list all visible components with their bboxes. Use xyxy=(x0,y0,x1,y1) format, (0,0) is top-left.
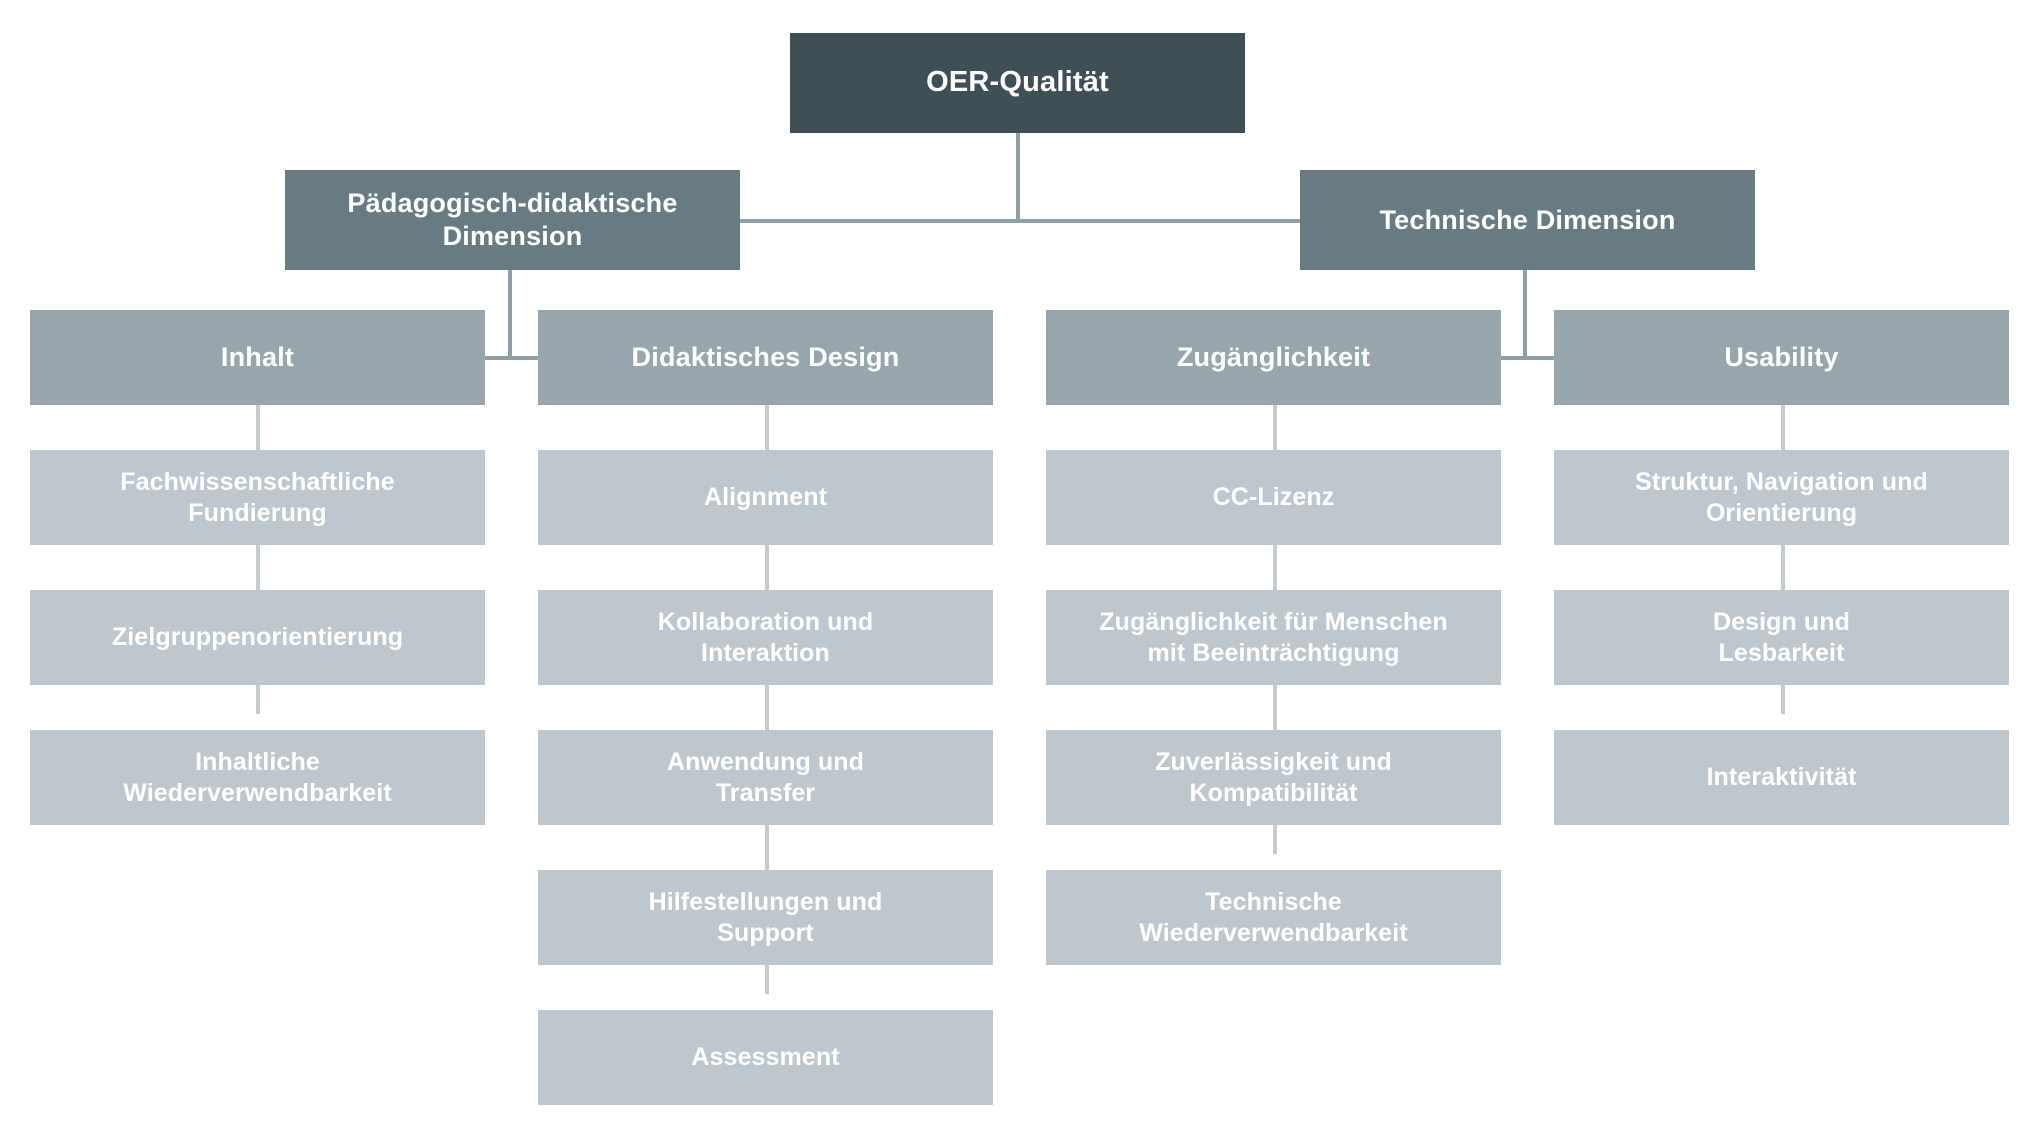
node-criterion-label: Kollaboration und Interaktion xyxy=(657,608,874,667)
node-criterion-fachwissenschaftliche-fundierung[interactable]: Fachwissenschaftliche Fundierung xyxy=(30,450,485,545)
node-criterion-label: Struktur, Navigation und Orientierung xyxy=(1635,468,1928,527)
node-criterion-label: Interaktivität xyxy=(1706,763,1857,792)
node-criterion-label: Technische Wiederverwendbarkeit xyxy=(1139,888,1408,947)
node-category-inhalt-label: Inhalt xyxy=(220,342,295,373)
node-category-zugaenglichkeit-label: Zugänglichkeit xyxy=(1176,342,1371,373)
node-criterion-label: Anwendung und Transfer xyxy=(666,748,865,807)
node-criterion-label: Alignment xyxy=(703,483,828,512)
node-criterion-label: Assessment xyxy=(691,1043,840,1072)
node-category-didaktisches-design-label: Didaktisches Design xyxy=(631,342,900,373)
node-dimension-technische[interactable]: Technische Dimension xyxy=(1300,170,1755,270)
connector-root-bus xyxy=(567,219,1302,223)
node-criterion-anwendung-und-transfer[interactable]: Anwendung und Transfer xyxy=(538,730,993,825)
connector-spine-inhalt xyxy=(256,404,260,714)
connector-paedagogisch-stem xyxy=(508,270,512,358)
node-criterion-label: Fachwissenschaftliche Fundierung xyxy=(120,468,395,527)
node-criterion-inhaltliche-wiederverwendbarkeit[interactable]: Inhaltliche Wiederverwendbarkeit xyxy=(30,730,485,825)
node-criterion-label: Inhaltliche Wiederverwendbarkeit xyxy=(123,748,392,807)
node-criterion-zuverlaessigkeit-und-kompatibilitaet[interactable]: Zuverlässigkeit und Kompatibilität xyxy=(1046,730,1501,825)
node-criterion-struktur-navigation-und-orientierung[interactable]: Struktur, Navigation und Orientierung xyxy=(1554,450,2009,545)
node-criterion-zielgruppenorientierung[interactable]: Zielgruppenorientierung xyxy=(30,590,485,685)
node-dimension-technische-label: Technische Dimension xyxy=(1379,204,1676,235)
node-criterion-design-und-lesbarkeit[interactable]: Design und Lesbarkeit xyxy=(1554,590,2009,685)
connector-spine-didaktisches-design xyxy=(765,404,769,994)
node-criterion-label: Design und Lesbarkeit xyxy=(1712,608,1851,667)
node-category-usability-label: Usability xyxy=(1724,342,1839,373)
node-category-didaktisches-design[interactable]: Didaktisches Design xyxy=(538,310,993,405)
node-criterion-label: Zuverlässigkeit und Kompatibilität xyxy=(1155,748,1392,807)
node-category-zugaenglichkeit[interactable]: Zugänglichkeit xyxy=(1046,310,1501,405)
node-criterion-zugaenglichkeit-fuer-menschen-mit-beeintraechtigung[interactable]: Zugänglichkeit für Menschen mit Beeinträ… xyxy=(1046,590,1501,685)
node-category-usability[interactable]: Usability xyxy=(1554,310,2009,405)
node-root-oer-qualitaet[interactable]: OER-Qualität xyxy=(790,33,1245,133)
node-criterion-label: CC-Lizenz xyxy=(1212,483,1335,512)
node-criterion-hilfestellungen-und-support[interactable]: Hilfestellungen und Support xyxy=(538,870,993,965)
node-root-label: OER-Qualität xyxy=(926,66,1109,99)
connector-technische-bus xyxy=(1500,356,1557,360)
node-criterion-cc-lizenz[interactable]: CC-Lizenz xyxy=(1046,450,1501,545)
node-criterion-technische-wiederverwendbarkeit[interactable]: Technische Wiederverwendbarkeit xyxy=(1046,870,1501,965)
node-criterion-alignment[interactable]: Alignment xyxy=(538,450,993,545)
node-dimension-paedagogisch-didaktische[interactable]: Pädagogisch-didaktische Dimension xyxy=(285,170,740,270)
node-criterion-assessment[interactable]: Assessment xyxy=(538,1010,993,1105)
connector-technische-stem xyxy=(1523,270,1527,358)
node-category-inhalt[interactable]: Inhalt xyxy=(30,310,485,405)
connector-paedagogisch-bus xyxy=(485,356,542,360)
node-criterion-label: Hilfestellungen und Support xyxy=(648,888,883,947)
node-criterion-label: Zielgruppenorientierung xyxy=(111,623,404,652)
node-dimension-paedagogisch-label: Pädagogisch-didaktische Dimension xyxy=(347,188,678,251)
connector-root-stem xyxy=(1016,133,1020,221)
node-criterion-label: Zugänglichkeit für Menschen mit Beeinträ… xyxy=(1099,608,1448,667)
node-criterion-kollaboration-und-interaktion[interactable]: Kollaboration und Interaktion xyxy=(538,590,993,685)
connector-spine-usability xyxy=(1781,404,1785,714)
node-criterion-interaktivitaet[interactable]: Interaktivität xyxy=(1554,730,2009,825)
